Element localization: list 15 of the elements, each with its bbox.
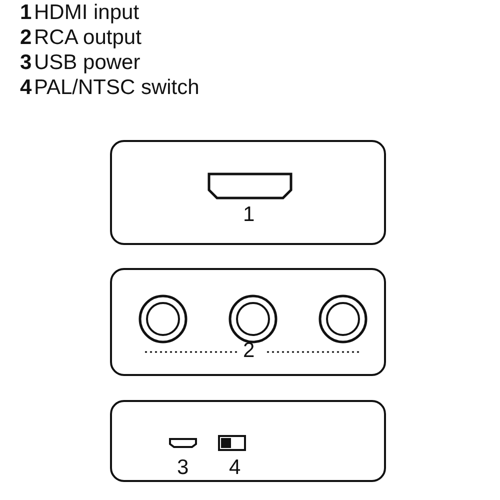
device-panel — [110, 140, 386, 245]
callout-number: 3 — [20, 52, 32, 74]
legend-text: USB power — [34, 52, 140, 74]
callout-number: 3 — [177, 457, 189, 479]
callout-number: 2 — [20, 27, 32, 49]
callout-number: 1 — [20, 2, 32, 24]
callout-number: 1 — [243, 204, 255, 226]
callout-number: 4 — [20, 77, 32, 99]
legend-text: RCA output — [34, 27, 142, 49]
device-panel — [110, 400, 386, 482]
callout-number: 2 — [243, 340, 255, 362]
device-panel — [110, 268, 386, 376]
callout-number: 4 — [229, 457, 241, 479]
legend-text: HDMI input — [34, 2, 140, 24]
legend-text: PAL/NTSC switch — [34, 77, 200, 99]
